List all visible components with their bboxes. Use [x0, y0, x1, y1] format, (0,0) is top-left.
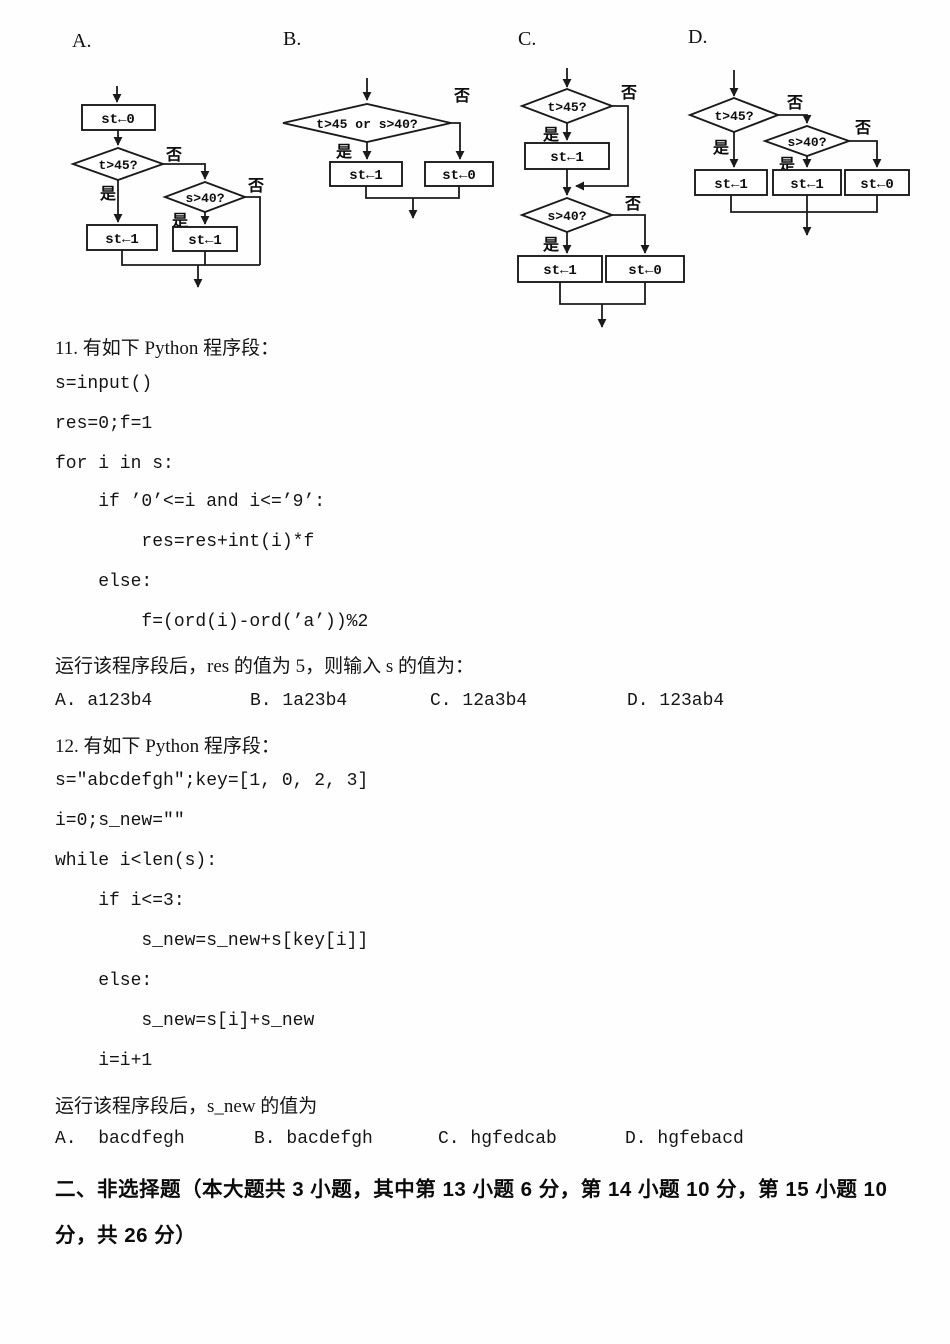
section2-header-line2: 分，共 26 分） [55, 1224, 197, 1247]
q11-option-a: A. a123b4 [55, 691, 153, 711]
svg-text:t>45?: t>45? [714, 109, 753, 124]
q11-options: A. a123b4 B. 1a23b4 C. 12a3b4 D. 123ab4 [55, 691, 915, 717]
flowchart-label-d: D. [688, 26, 708, 48]
q11-option-b: B. 1a23b4 [250, 691, 348, 711]
q11-heading: 11. 有如下 Python 程序段： [55, 338, 280, 359]
svg-text:st←0: st←0 [860, 177, 894, 193]
q11-code-line: f=(ord(i)-ord(’a’))%2 [55, 612, 369, 632]
flowchart-label-a: A. [72, 30, 92, 52]
flowchart-option-a: st←0 t>45? 否 s>40? 是 st←1 是 st←1 否 [70, 86, 264, 288]
q12-code-line: s=″abcdefgh″;key=[1, 0, 2, 3] [55, 771, 369, 791]
no-label: 否 [247, 177, 264, 195]
q11-code-line: res=res+int(i)*f [55, 532, 315, 552]
flowchart-option-b: t>45 or s>40? 是 st←1 否 st←0 [282, 78, 494, 219]
q11-option-c: C. 12a3b4 [430, 691, 528, 711]
q11-code-line: res=0;f=1 [55, 414, 153, 434]
svg-text:st←0: st←0 [628, 263, 662, 279]
q12-code-line: s_new=s[i]+s_new [55, 1011, 315, 1031]
process-box [517, 255, 603, 283]
q12-option-b: B. bacdefgh [254, 1129, 373, 1149]
merge-line [730, 195, 878, 213]
svg-text:st←1: st←1 [714, 177, 748, 193]
merge-line [365, 186, 460, 199]
process-box [329, 161, 403, 187]
no-branch [451, 122, 465, 160]
q12-option-d: D. hgfebacd [625, 1129, 744, 1149]
yes-label: 是 [99, 185, 116, 203]
yes-label: 是 [712, 139, 729, 157]
yes-label: 是 [542, 126, 559, 144]
no-label: 否 [786, 94, 803, 112]
no-label: 否 [854, 119, 871, 137]
no-branch [612, 214, 650, 254]
process-box [844, 169, 910, 196]
q12-code-line: i=i+1 [55, 1051, 153, 1071]
svg-text:t>45?: t>45? [547, 100, 586, 115]
q12-code-line: s_new=s_new+s[key[i]] [55, 931, 369, 951]
no-label: 否 [620, 84, 637, 102]
no-label: 否 [165, 146, 182, 164]
merge-line [559, 282, 646, 305]
no-branch [575, 105, 629, 191]
q11-code-line: for i in s: [55, 454, 174, 474]
q11-code-line: s=input() [55, 374, 153, 394]
q12-code-line: else: [55, 971, 153, 991]
no-branch [245, 196, 261, 265]
svg-text:s>40?: s>40? [547, 209, 586, 224]
flowchart-option-c: t>45? 否 是 st←1 s>40? 是 st←1 否 st←0 [517, 68, 685, 328]
svg-text:st←1: st←1 [105, 232, 139, 248]
svg-text:st←1: st←1 [790, 177, 824, 193]
q12-heading: 12. 有如下 Python 程序段： [55, 736, 280, 757]
svg-text:st←1: st←1 [188, 233, 222, 249]
yes-label: 是 [335, 143, 352, 161]
svg-text:st←1: st←1 [543, 263, 577, 279]
svg-text:st←0: st←0 [101, 112, 135, 128]
no-label: 否 [624, 195, 641, 213]
process-box [86, 224, 158, 251]
yes-label: 是 [171, 212, 188, 230]
q11-code-line: else: [55, 572, 153, 592]
no-branch [849, 140, 882, 168]
svg-text:s>40?: s>40? [185, 191, 224, 206]
q11-option-d: D. 123ab4 [627, 691, 725, 711]
q11-code-line: if ’0’<=i and i<=’9’: [55, 492, 326, 512]
process-box [81, 104, 156, 131]
svg-text:st←1: st←1 [550, 150, 584, 166]
yes-label: 是 [542, 236, 559, 254]
process-box [524, 142, 610, 170]
q12-question: 运行该程序段后，s_new 的值为 [55, 1096, 318, 1117]
flowchart-option-d: t>45? 否 s>40? 是 st←1 是 st←1 否 st←0 [687, 70, 910, 236]
no-branch [778, 114, 812, 124]
flowchart-label-c: C. [518, 28, 537, 50]
q12-option-a: A. bacdfegh [55, 1129, 185, 1149]
svg-text:t>45 or s>40?: t>45 or s>40? [316, 117, 418, 132]
q12-options: A. bacdfegh B. bacdefgh C. hgfedcab D. h… [55, 1129, 915, 1155]
flowchart-label-b: B. [283, 28, 302, 50]
svg-text:t>45?: t>45? [98, 158, 137, 173]
q11-question: 运行该程序段后，res 的值为 5，则输入 s 的值为： [55, 656, 475, 677]
svg-text:s>40?: s>40? [787, 135, 826, 150]
svg-text:st←1: st←1 [349, 168, 383, 184]
no-branch [163, 163, 210, 180]
merge-line [121, 250, 260, 266]
section2-header-line1: 二、非选择题（本大题共 3 小题，其中第 13 小题 6 分，第 14 小题 1… [55, 1178, 888, 1201]
no-label: 否 [453, 87, 470, 105]
q12-option-c: C. hgfedcab [438, 1129, 557, 1149]
svg-text:st←0: st←0 [442, 168, 476, 184]
q12-code-line: while i<len(s): [55, 851, 218, 871]
q12-code-line: if i<=3: [55, 891, 185, 911]
q12-code-line: i=0;s_new=″″ [55, 811, 185, 831]
